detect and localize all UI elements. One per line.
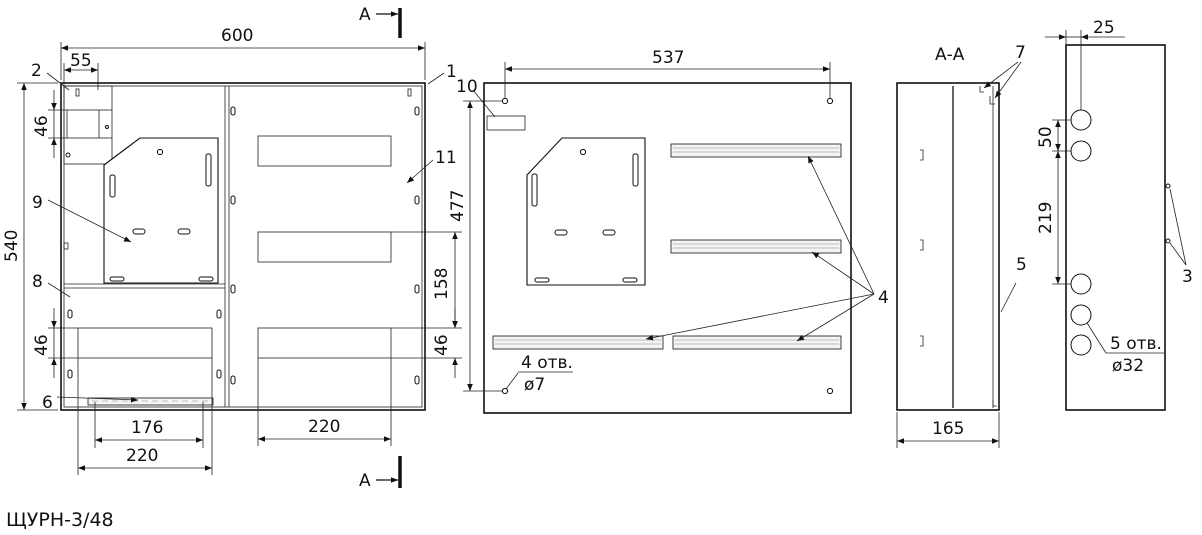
knockout-hole — [1070, 109, 1092, 131]
side-holes-note-count: 5 отв. — [1110, 334, 1162, 354]
dim-top-left: 55 — [70, 51, 92, 71]
dim-panel-width: 537 — [652, 48, 684, 68]
section-view: А-А 165 7 5 — [896, 43, 1027, 448]
section-mark-bottom: А — [359, 456, 402, 491]
dim-front-height: 540 — [2, 230, 22, 262]
knockout-hole — [1070, 273, 1092, 295]
dim-bottom-220-left: 220 — [126, 446, 158, 466]
side-body-outline — [1065, 44, 1166, 411]
section-body-outline — [896, 82, 1000, 411]
dim-section-depth: 165 — [932, 419, 964, 439]
dim-side-25: 25 — [1093, 18, 1115, 38]
breaker-window — [257, 135, 392, 167]
dim-side-50: 50 — [1036, 126, 1056, 148]
callout-9: 9 — [32, 193, 43, 213]
panel-view: 537 477 10 4 4 отв. ø7 — [448, 48, 889, 414]
side-holes-note-diameter: ø32 — [1112, 356, 1144, 376]
terminal-block — [87, 397, 214, 406]
dim-mid-46: 46 — [432, 334, 452, 356]
section-mark-label: А — [359, 5, 371, 25]
dim-mid-158: 158 — [432, 268, 452, 300]
dim-bottom-176: 176 — [131, 418, 163, 438]
din-rail — [672, 335, 842, 350]
callout-8: 8 — [32, 272, 43, 292]
dim-side-219: 219 — [1036, 202, 1056, 234]
section-mark-label: А — [359, 471, 371, 491]
holes-note-diameter: ø7 — [524, 375, 545, 395]
callout-1: 1 — [446, 62, 457, 82]
breaker-window — [77, 327, 213, 359]
dim-panel-height: 477 — [448, 190, 468, 222]
drawing-title: ЩУРН-3/48 — [6, 509, 114, 531]
meter-mounting-plate — [103, 137, 219, 284]
dim-left-46-bottom: 46 — [32, 334, 52, 356]
callout-10: 10 — [456, 77, 478, 97]
callout-5: 5 — [1016, 255, 1027, 275]
callout-6: 6 — [42, 393, 53, 413]
holes-note-count: 4 отв. — [521, 353, 573, 373]
meter-mounting-plate — [526, 137, 646, 286]
callout-11: 11 — [435, 148, 457, 168]
callout-3: 3 — [1182, 267, 1193, 287]
section-title: А-А — [935, 45, 965, 65]
din-rail — [670, 239, 842, 254]
mounting-panel-outline — [483, 82, 852, 414]
section-mark-top: А — [359, 5, 402, 38]
dim-front-width: 600 — [221, 26, 253, 46]
knockout-hole — [1070, 334, 1092, 356]
dim-bottom-220-right: 220 — [308, 417, 340, 437]
din-rail — [670, 143, 842, 158]
breaker-window — [257, 231, 392, 263]
component-10 — [486, 115, 526, 131]
din-rail — [492, 335, 664, 350]
front-view: 600 55 540 46 46 158 46 — [2, 26, 462, 475]
knockout-hole — [1070, 304, 1092, 326]
dim-left-46-top: 46 — [32, 115, 52, 137]
side-view: 25 50 219 3 5 отв. ø32 — [1036, 18, 1193, 411]
breaker-window — [257, 327, 392, 359]
knockout-hole — [1070, 140, 1092, 162]
cabinet-body-outline — [60, 82, 426, 411]
callout-4: 4 — [878, 288, 889, 308]
callout-7: 7 — [1015, 43, 1026, 63]
callout-2: 2 — [31, 61, 42, 81]
